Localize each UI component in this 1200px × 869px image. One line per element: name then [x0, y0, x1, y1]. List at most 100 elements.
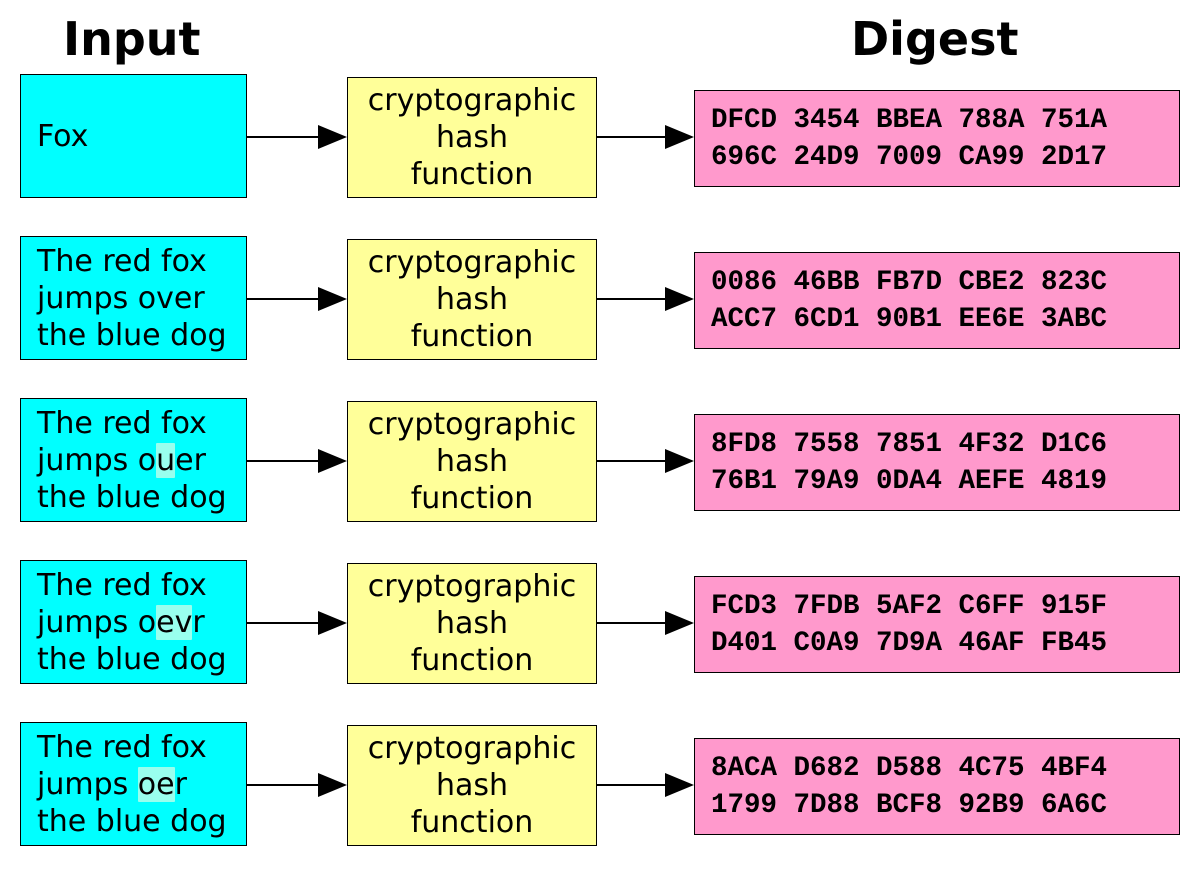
digest-line: 8FD8 7558 7851 4F32 D1C6 — [711, 428, 1108, 460]
input-text-segment: er — [175, 442, 206, 478]
input-to-hash-arrow — [247, 449, 347, 473]
input-to-hash-arrow-head — [318, 773, 347, 797]
input-text-segment: the blue dog — [37, 317, 227, 353]
input-text: Fox — [37, 118, 88, 155]
hash-to-digest-arrow-head — [665, 449, 694, 473]
digest-line: ACC7 6CD1 90B1 EE6E 3ABC — [711, 303, 1108, 335]
hash-function-label: cryptographic — [367, 83, 577, 118]
input-line: the blue dog — [37, 479, 227, 516]
hash-function-label: hash — [435, 282, 509, 317]
input-text-segment: r — [174, 766, 187, 802]
digest-line: 0086 46BB FB7D CBE2 823C — [711, 266, 1108, 298]
input-text-segment: jumps o — [37, 604, 157, 640]
hash-to-digest-arrow-head — [665, 287, 694, 311]
hash-function-label: function — [410, 319, 534, 354]
digest-box: 0086 46BB FB7D CBE2 823C ACC7 6CD1 90B1 E… — [694, 252, 1180, 349]
input-to-hash-arrow-head — [318, 449, 347, 473]
hash-function-label: hash — [435, 120, 509, 155]
digest-box: DFCD 3454 BBEA 788A 751A 696C 24D9 7009 C… — [694, 90, 1180, 187]
input-text-segment: The red fox — [37, 567, 207, 603]
input-to-hash-arrow — [247, 611, 347, 635]
hash-to-digest-arrow — [597, 449, 694, 473]
input-line: Fox — [37, 118, 88, 155]
input-line: jumps oevr — [37, 604, 227, 641]
changed-characters: oe — [137, 766, 175, 802]
input-to-hash-arrow-head — [318, 125, 347, 149]
input-text-segment: jumps — [37, 766, 138, 802]
input-line: The red fox — [37, 729, 227, 766]
changed-characters: u — [156, 442, 176, 478]
input-line: jumps ouer — [37, 442, 227, 479]
input-box: Fox — [20, 74, 247, 198]
input-text-segment: the blue dog — [37, 803, 227, 839]
digest-line: FCD3 7FDB 5AF2 C6FF 915F — [711, 590, 1108, 622]
hash-function-label: hash — [435, 768, 509, 803]
digest-line: 1799 7D88 BCF8 92B9 6A6C — [711, 789, 1108, 821]
hash-function-label: function — [410, 805, 534, 840]
hash-to-digest-arrow — [597, 773, 694, 797]
digest-box: FCD3 7FDB 5AF2 C6FF 915F D401 C0A9 7D9A 4… — [694, 576, 1180, 673]
input-to-hash-arrow — [247, 125, 347, 149]
hash-to-digest-arrow-head — [665, 773, 694, 797]
digest-line: 8ACA D682 D588 4C75 4BF4 — [711, 752, 1108, 784]
digest-line: D401 C0A9 7D9A 46AF FB45 — [711, 627, 1108, 659]
hash-function-label: cryptographic — [367, 569, 577, 604]
input-to-hash-arrow-head — [318, 287, 347, 311]
digest-line: 696C 24D9 7009 CA99 2D17 — [711, 141, 1108, 173]
hash-to-digest-arrow — [597, 287, 694, 311]
input-text-segment: r — [192, 604, 205, 640]
input-line: jumps oer — [37, 766, 227, 803]
input-to-hash-arrow — [247, 773, 347, 797]
input-to-hash-arrow — [247, 287, 347, 311]
hash-to-digest-arrow-head — [665, 611, 694, 635]
hash-function-label: hash — [435, 444, 509, 479]
digest-column-header: Digest — [851, 12, 1019, 66]
input-text-segment: The red fox — [37, 243, 207, 279]
hash-function-label: function — [410, 643, 534, 678]
input-line: jumps over — [37, 280, 227, 317]
hash-to-digest-arrow — [597, 125, 694, 149]
input-text-segment: The red fox — [37, 729, 207, 765]
input-text-segment: jumps over — [37, 280, 205, 316]
input-text-segment: Fox — [37, 118, 89, 154]
input-text-segment: jumps o — [37, 442, 157, 478]
input-line: the blue dog — [37, 641, 227, 678]
changed-characters: ev — [156, 604, 193, 640]
hash-function-label: cryptographic — [367, 245, 577, 280]
input-line: The red fox — [37, 405, 227, 442]
hash-function-label: hash — [435, 606, 509, 641]
input-text-segment: The red fox — [37, 405, 207, 441]
digest-box: 8FD8 7558 7851 4F32 D1C6 76B1 79A9 0DA4 A… — [694, 414, 1180, 511]
input-to-hash-arrow-head — [318, 611, 347, 635]
input-line: The red fox — [37, 567, 227, 604]
digest-line: 76B1 79A9 0DA4 AEFE 4819 — [711, 465, 1108, 497]
input-line: the blue dog — [37, 317, 227, 354]
hash-to-digest-arrow-head — [665, 125, 694, 149]
input-text-segment: the blue dog — [37, 479, 227, 515]
input-text-segment: the blue dog — [37, 641, 227, 677]
hash-function-label: cryptographic — [367, 407, 577, 442]
digest-box: 8ACA D682 D588 4C75 4BF4 1799 7D88 BCF8 9… — [694, 738, 1180, 835]
hash-function-label: function — [410, 481, 534, 516]
digest-line: DFCD 3454 BBEA 788A 751A — [711, 104, 1108, 136]
input-line: The red fox — [37, 243, 227, 280]
input-column-header: Input — [63, 12, 201, 66]
hash-function-label: cryptographic — [367, 731, 577, 766]
